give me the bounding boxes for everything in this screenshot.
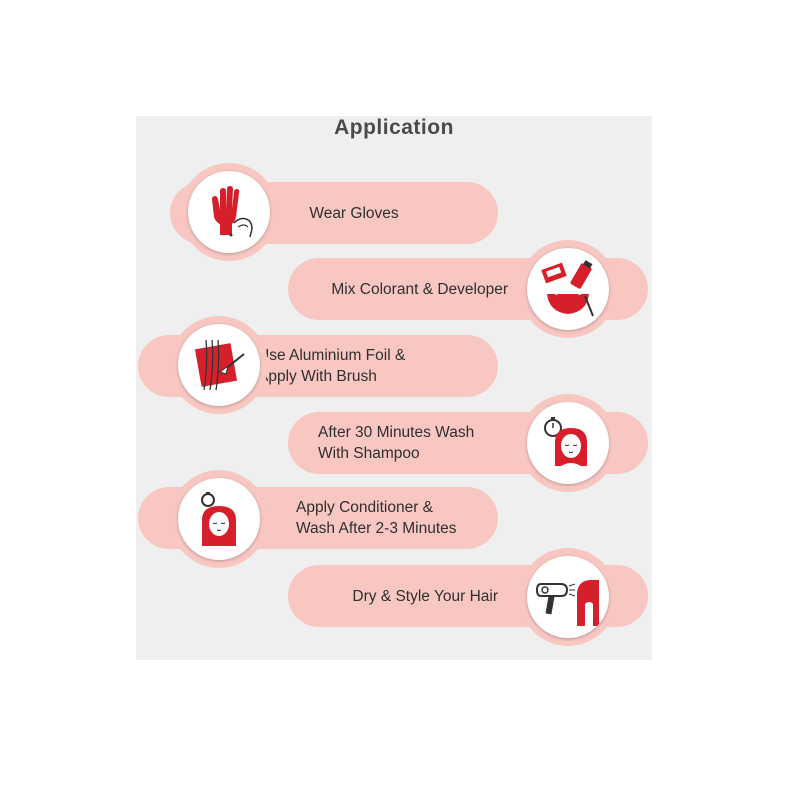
step-2-label: Mix Colorant & Developer [331,280,508,298]
conditioner-woman-icon [201,492,236,546]
step-2-badge [519,240,617,338]
step-4-badge [519,394,617,492]
step-4-line-2: With Shampoo [318,445,420,462]
step-6-badge [519,548,617,646]
foil-brush-icon [194,339,245,391]
glove-icon [212,186,253,238]
step-3-label: Use Aluminium Foil & Apply With Brush [258,345,405,387]
step-4-line-1: After 30 Minutes Wash [318,424,475,441]
hair-dryer-icon [535,580,599,626]
step-4-label: After 30 Minutes Wash With Shampoo [318,422,474,464]
step-1-badge [180,163,278,261]
step-5-badge [170,470,268,568]
step-6-label: Dry & Style Your Hair [352,587,498,605]
step-3-line-1: Use Aluminium Foil & [258,347,406,364]
step-1-label: Wear Gloves [309,204,399,222]
step-5-line-2: Wash After 2-3 Minutes [296,520,457,537]
step-3-line-2: Apply With Brush [258,368,377,385]
page-title: Application [334,116,454,139]
mixing-bowl-icon [541,260,594,317]
step-3-badge [170,316,268,414]
timer-woman-icon [544,417,587,466]
step-5-label: Apply Conditioner & Wash After 2-3 Minut… [296,497,457,539]
step-5-line-1: Apply Conditioner & [296,499,433,516]
